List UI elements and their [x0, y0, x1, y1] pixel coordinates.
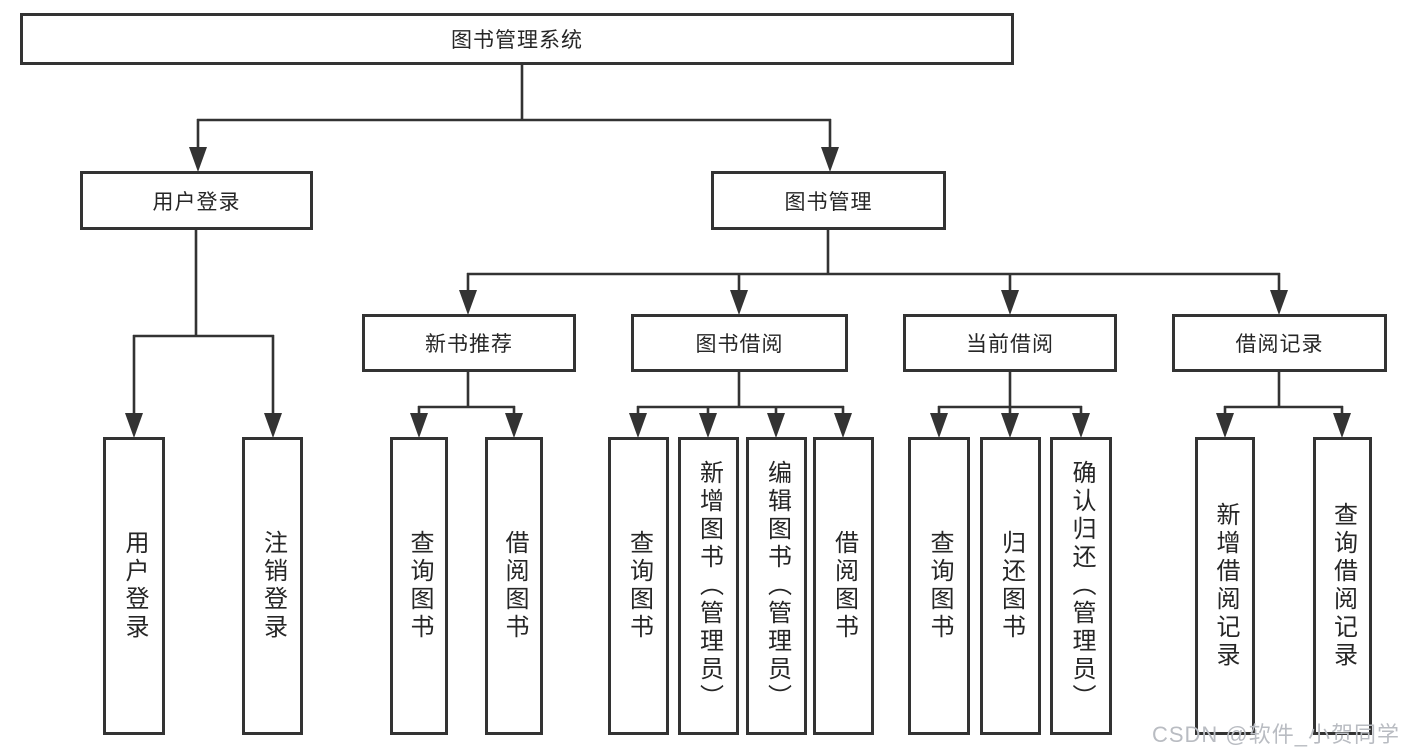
leaf-current-query-book: 查询图书 [908, 437, 970, 735]
leaf-current-query-book-label: 查询图书 [926, 530, 953, 642]
leaf-current-return-book-label: 归还图书 [997, 530, 1025, 642]
arrowheads [125, 147, 1351, 438]
node-current-borrowing: 当前借阅 [903, 314, 1117, 372]
leaf-user-login-label: 用户登录 [121, 530, 148, 642]
leaf-logout-login-label: 注销登录 [259, 530, 287, 642]
leaf-current-confirm-return-admin-label: 确认归还（管理员） [1068, 460, 1095, 712]
leaf-records-add-record-label: 新增借阅记录 [1212, 502, 1239, 670]
node-book-borrowing-label: 图书借阅 [695, 333, 784, 356]
leaf-records-add-record: 新增借阅记录 [1195, 437, 1255, 735]
leaf-records-query-record-label: 查询借阅记录 [1329, 502, 1357, 670]
csdn-watermark: CSDN @软件_小贺同学 [1151, 722, 1400, 747]
node-current-borrowing-label: 当前借阅 [966, 333, 1054, 356]
node-borrowing-records: 借阅记录 [1172, 314, 1387, 372]
leaf-borrow-add-book-admin-label: 新增图书（管理员） [695, 460, 723, 712]
node-user-login: 用户登录 [80, 171, 313, 230]
leaf-borrow-query-book: 查询图书 [608, 437, 669, 735]
leaf-borrow-query-book-label: 查询图书 [625, 530, 653, 642]
leaf-borrow-edit-book-admin: 编辑图书（管理员） [746, 437, 807, 735]
leaf-user-login: 用户登录 [103, 437, 165, 735]
node-root-system: 图书管理系统 [20, 13, 1014, 65]
node-book-management-label: 图书管理 [784, 190, 873, 214]
leaf-current-return-book: 归还图书 [980, 437, 1041, 735]
leaf-current-confirm-return-admin: 确认归还（管理员） [1050, 437, 1112, 735]
node-borrowing-records-label: 借阅记录 [1235, 333, 1324, 356]
node-user-login-label: 用户登录 [152, 190, 241, 214]
leaf-rec-borrow-book-label: 借阅图书 [501, 530, 528, 642]
leaf-borrow-borrow-book-label: 借阅图书 [830, 530, 858, 642]
leaf-rec-borrow-book: 借阅图书 [485, 437, 543, 735]
leaf-borrow-add-book-admin: 新增图书（管理员） [678, 437, 739, 735]
connector-strokes [132, 63, 1344, 418]
leaf-rec-query-book-label: 查询图书 [406, 530, 433, 642]
node-root-system-label: 图书管理系统 [451, 29, 583, 52]
leaf-borrow-edit-book-admin-label: 编辑图书（管理员） [763, 460, 791, 712]
node-new-book-recommend-label: 新书推荐 [425, 333, 513, 356]
node-book-management: 图书管理 [711, 171, 946, 230]
leaf-borrow-borrow-book: 借阅图书 [813, 437, 874, 735]
node-book-borrowing: 图书借阅 [631, 314, 848, 372]
leaf-rec-query-book: 查询图书 [390, 437, 448, 735]
leaf-records-query-record: 查询借阅记录 [1313, 437, 1372, 735]
node-new-book-recommend: 新书推荐 [362, 314, 576, 372]
leaf-logout-login: 注销登录 [242, 437, 303, 735]
